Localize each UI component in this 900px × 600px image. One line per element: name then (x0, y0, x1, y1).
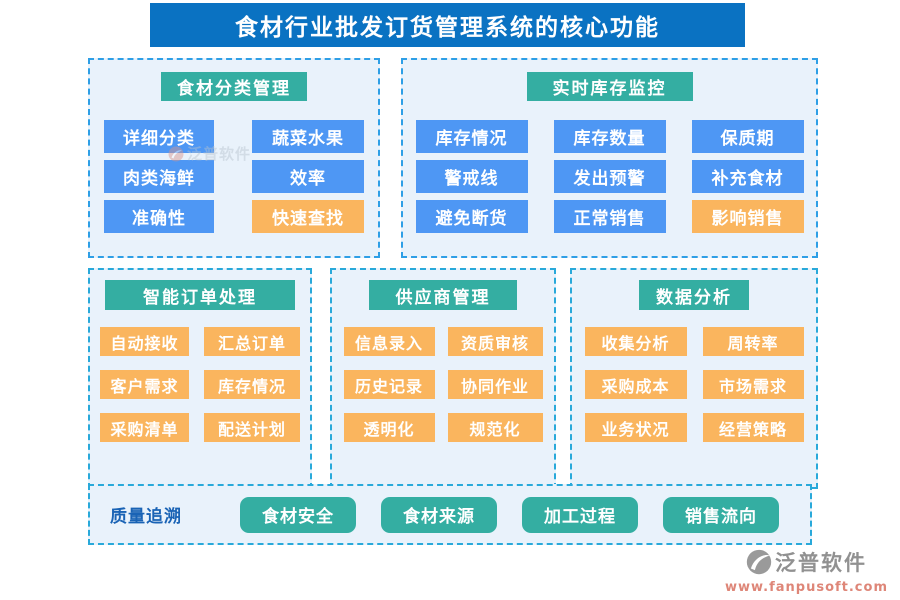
feature-button[interactable]: 库存数量 (553, 120, 666, 153)
panel-order-processing: 智能订单处理 自动接收 汇总订单 客户需求 库存情况 采购清单 配送计划 (88, 268, 312, 489)
feature-button[interactable]: 保质期 (691, 120, 804, 153)
trace-step-button[interactable]: 食材来源 (381, 496, 497, 533)
button-grid: 收集分析 周转率 采购成本 市场需求 业务状况 经营策略 (584, 327, 804, 442)
feature-button[interactable]: 自动接收 (100, 327, 189, 356)
feature-button[interactable]: 收集分析 (584, 327, 687, 356)
feature-button[interactable]: 市场需求 (702, 370, 804, 399)
button-grid: 库存情况 库存数量 保质期 警戒线 发出预警 补充食材 避免断货 正常销售 影响… (415, 120, 804, 233)
panel-food-classification: 食材分类管理 详细分类 蔬菜水果 肉类海鲜 效率 准确性 快速查找 (88, 58, 380, 258)
feature-button[interactable]: 蔬菜水果 (252, 120, 364, 153)
panel-header-order-processing: 智能订单处理 (105, 280, 295, 310)
feature-button[interactable]: 准确性 (104, 200, 214, 233)
feature-button[interactable]: 采购清单 (100, 413, 189, 442)
panel-header-inventory-monitoring: 实时库存监控 (526, 72, 693, 101)
feature-button[interactable]: 信息录入 (343, 327, 435, 356)
panel-header-data-analysis: 数据分析 (639, 280, 749, 310)
trace-button-row: 食材安全 食材来源 加工过程 销售流向 (240, 496, 779, 533)
button-grid: 信息录入 资质审核 历史记录 协同作业 透明化 规范化 (343, 327, 543, 442)
feature-button[interactable]: 影响销售 (691, 200, 804, 233)
feature-button[interactable]: 肉类海鲜 (104, 160, 214, 193)
trace-step-button[interactable]: 加工过程 (522, 496, 638, 533)
feature-button[interactable]: 业务状况 (584, 413, 687, 442)
feature-button[interactable]: 规范化 (447, 413, 543, 442)
brand-url: www.fanpusoft.com (724, 580, 888, 595)
button-grid: 详细分类 蔬菜水果 肉类海鲜 效率 准确性 快速查找 (104, 120, 364, 233)
feature-button[interactable]: 详细分类 (104, 120, 214, 153)
panel-inventory-monitoring: 实时库存监控 库存情况 库存数量 保质期 警戒线 发出预警 补充食材 避免断货 … (401, 58, 818, 258)
feature-button[interactable]: 透明化 (343, 413, 435, 442)
panel-header-food-classification: 食材分类管理 (161, 72, 307, 101)
feature-button[interactable]: 库存情况 (204, 370, 300, 399)
feature-button[interactable]: 历史记录 (343, 370, 435, 399)
feature-button[interactable]: 周转率 (702, 327, 804, 356)
button-grid: 自动接收 汇总订单 客户需求 库存情况 采购清单 配送计划 (100, 327, 300, 442)
quality-trace-label: 质量追溯 (110, 507, 182, 527)
feature-button[interactable]: 协同作业 (447, 370, 543, 399)
fanpusoft-logo: 泛普软件 www.fanpusoft.com (725, 549, 888, 594)
feature-button[interactable]: 库存情况 (415, 120, 528, 153)
feature-button[interactable]: 快速查找 (252, 200, 364, 233)
panel-supplier-management: 供应商管理 信息录入 资质审核 历史记录 协同作业 透明化 规范化 (330, 268, 556, 489)
feature-button[interactable]: 正常销售 (553, 200, 666, 233)
feature-button[interactable]: 警戒线 (415, 160, 528, 193)
feature-button[interactable]: 效率 (252, 160, 364, 193)
panel-data-analysis: 数据分析 收集分析 周转率 采购成本 市场需求 业务状况 经营策略 (570, 268, 818, 489)
brand-name: 泛普软件 (774, 551, 867, 575)
panel-quality-traceability: 质量追溯 食材安全 食材来源 加工过程 销售流向 (88, 484, 812, 545)
feature-button[interactable]: 采购成本 (584, 370, 687, 399)
feature-button[interactable]: 汇总订单 (204, 327, 300, 356)
feature-button[interactable]: 资质审核 (447, 327, 543, 356)
trace-step-button[interactable]: 食材安全 (240, 496, 356, 533)
fanpu-logo-icon (746, 549, 772, 578)
feature-button[interactable]: 经营策略 (702, 413, 804, 442)
feature-button[interactable]: 配送计划 (204, 413, 300, 442)
panel-header-supplier-management: 供应商管理 (369, 280, 517, 310)
feature-button[interactable]: 避免断货 (415, 200, 528, 233)
trace-step-button[interactable]: 销售流向 (663, 496, 779, 533)
feature-button[interactable]: 补充食材 (691, 160, 804, 193)
feature-button[interactable]: 客户需求 (100, 370, 189, 399)
page-title: 食材行业批发订货管理系统的核心功能 (150, 3, 745, 47)
feature-button[interactable]: 发出预警 (553, 160, 666, 193)
